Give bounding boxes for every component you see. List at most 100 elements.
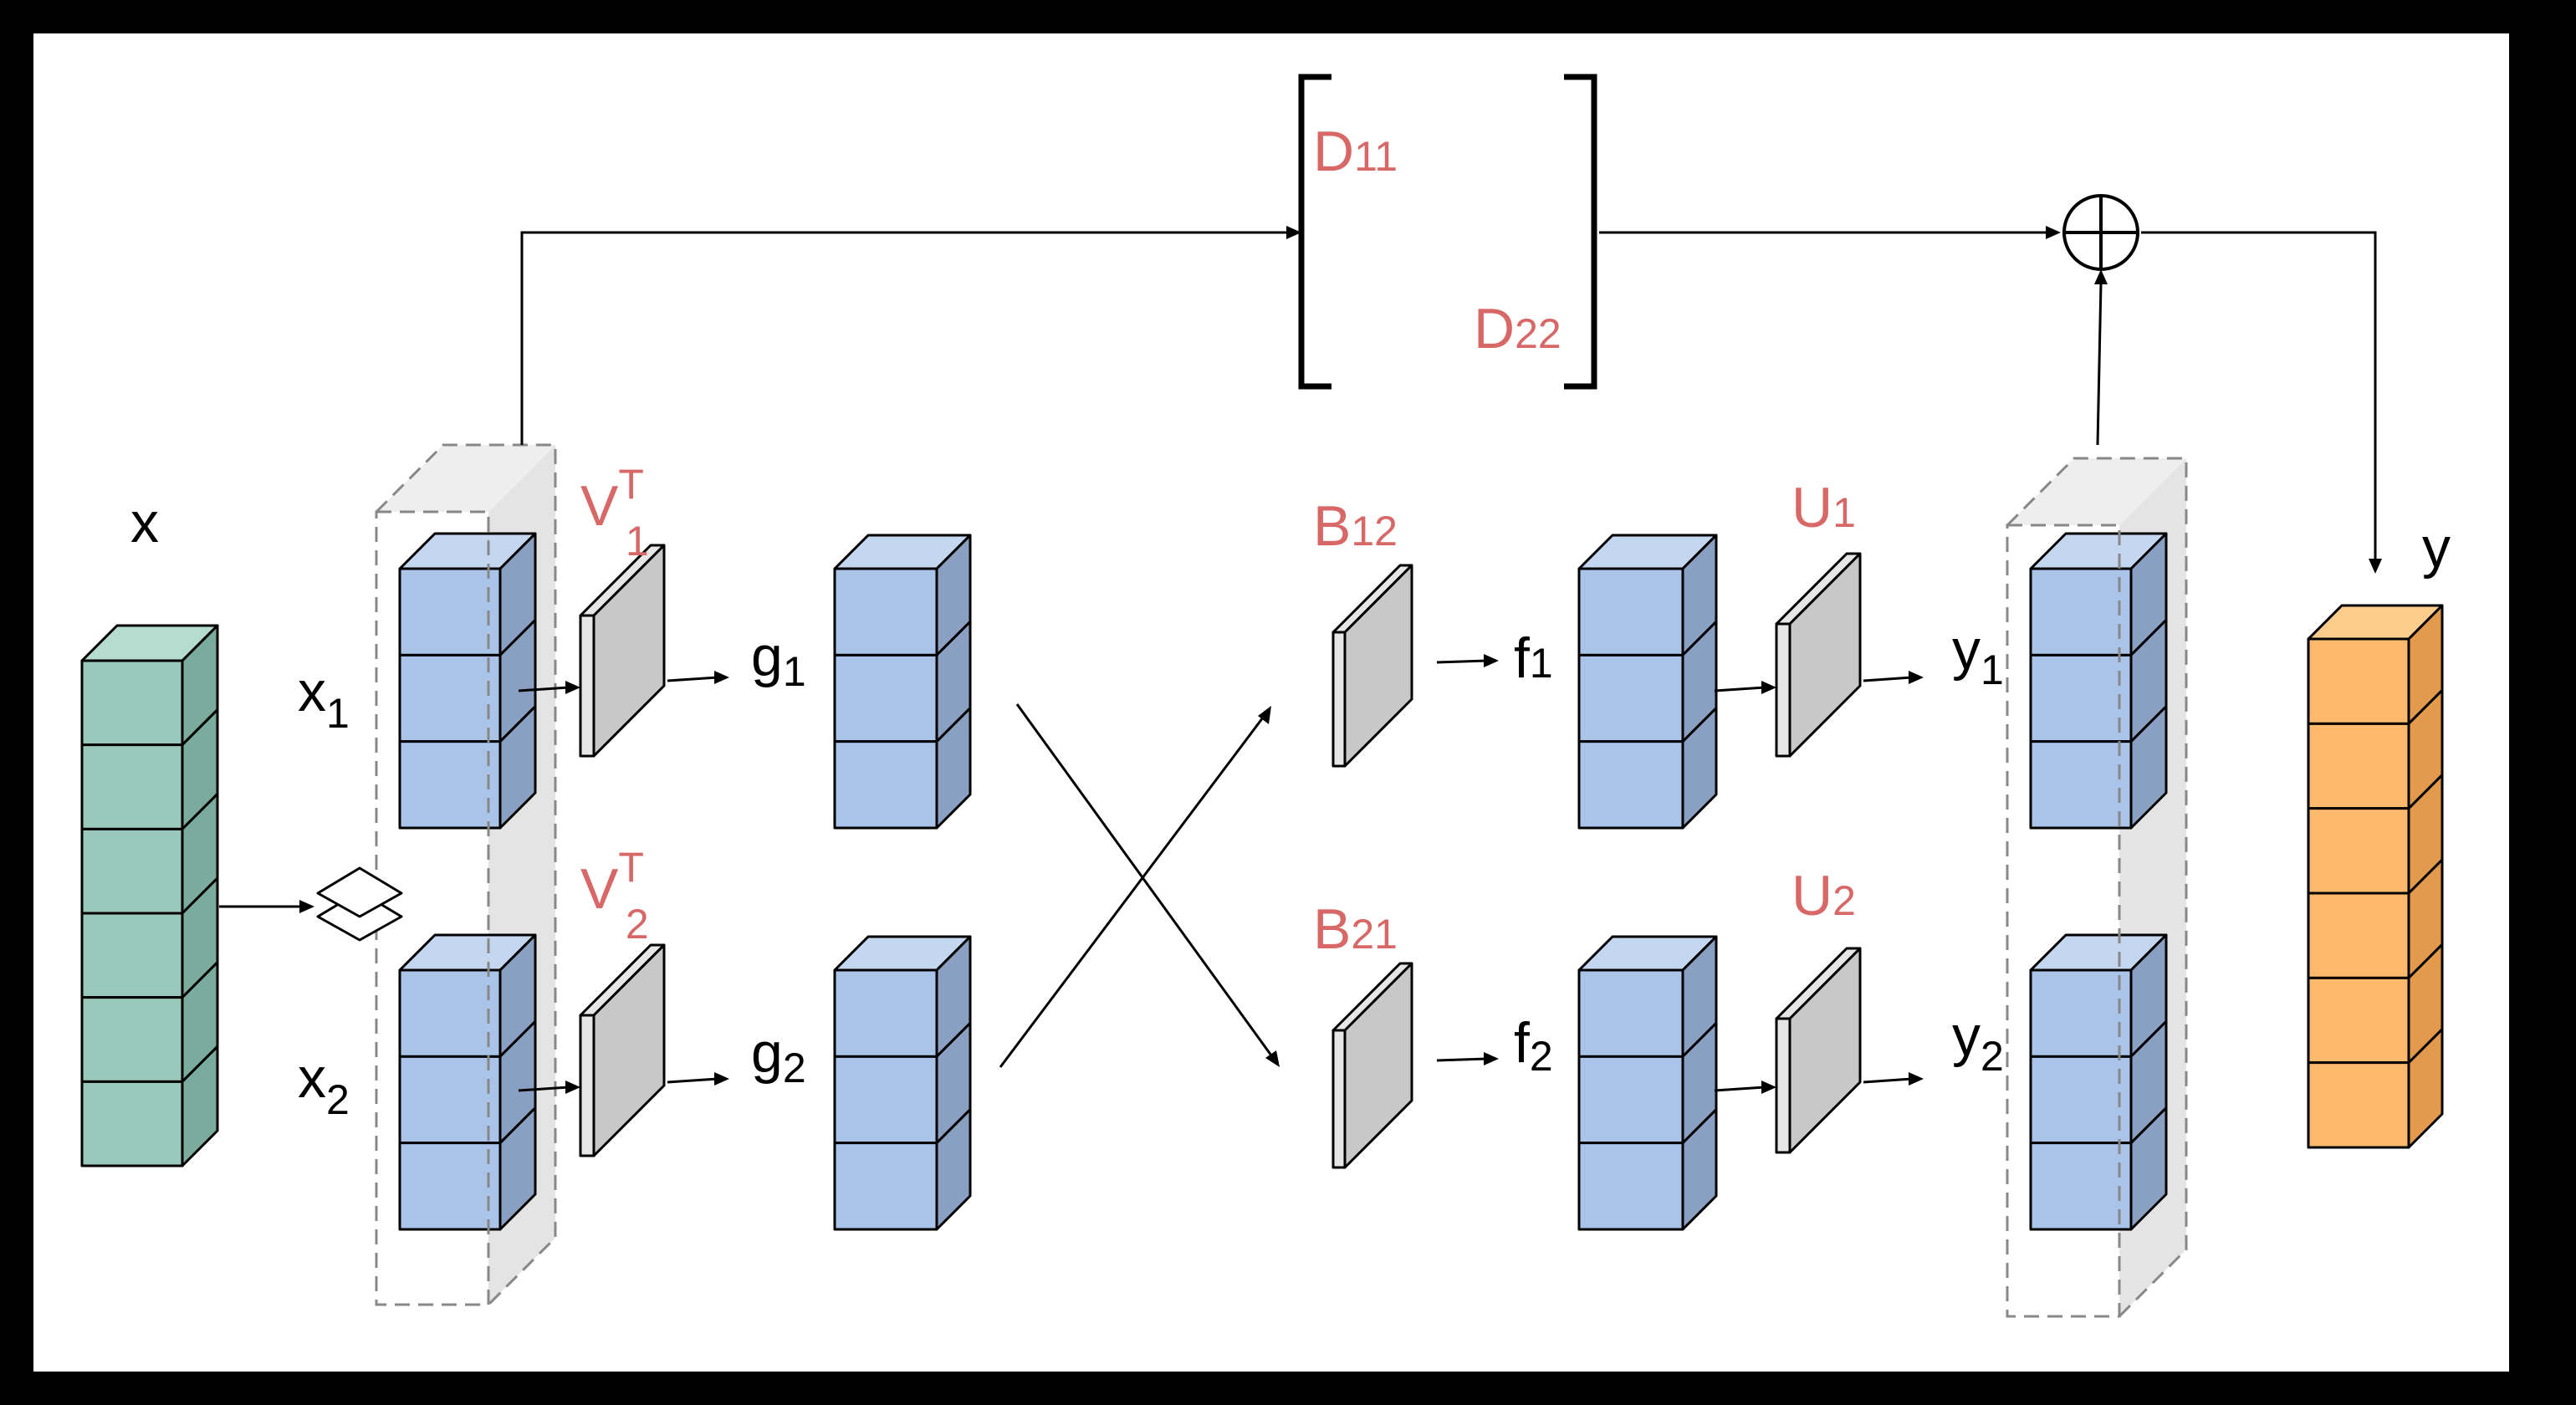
arrowhead	[1258, 706, 1271, 724]
layers-icon	[316, 866, 403, 942]
output-y-stack	[2307, 604, 2444, 1149]
label-x: x	[130, 491, 159, 554]
stack-cell	[80, 659, 184, 747]
label-b12: B12	[1313, 494, 1398, 558]
stack-cell	[2307, 976, 2410, 1065]
stack-cell	[80, 743, 184, 830]
stack-cell	[1577, 968, 1684, 1058]
label-x2: x2	[298, 1046, 350, 1123]
plate-front-edge	[1331, 631, 1347, 768]
stack-cell	[80, 827, 184, 915]
arrowhead	[1761, 1081, 1776, 1094]
plate-front-edge	[1775, 1017, 1791, 1154]
label-y1: y1	[1952, 618, 2004, 693]
stack-cell	[2029, 740, 2133, 830]
stack-cell	[833, 740, 938, 830]
stack-cell	[398, 968, 502, 1058]
stack-cell	[1577, 653, 1684, 743]
b12-plate	[1331, 564, 1413, 768]
plate-front-edge	[579, 1014, 595, 1157]
stack-cell	[2307, 1061, 2410, 1149]
cross-g2-to-b12	[999, 717, 1265, 1068]
shapes-layer	[80, 532, 2444, 1231]
arrowhead	[1286, 226, 1301, 239]
stack-cell	[2029, 968, 2133, 1058]
arrowhead	[299, 900, 314, 913]
stack-cell	[2307, 807, 2410, 895]
arrowhead	[1761, 681, 1776, 694]
arrowhead	[2046, 226, 2061, 239]
vt2-plate	[579, 943, 666, 1157]
label-g1: g1	[751, 625, 806, 695]
output-group-front-edge	[2006, 524, 2121, 1318]
stack-cell	[833, 968, 938, 1058]
y2-block	[2029, 933, 2168, 1231]
x2-block	[398, 933, 537, 1231]
x1-block	[398, 532, 537, 830]
label-x1: x1	[298, 660, 350, 737]
arrow-x2-to-vt2	[518, 1086, 570, 1092]
arrow-u1-to-y1	[1863, 676, 1913, 682]
stack-cell	[398, 567, 502, 657]
arrowhead	[1484, 654, 1499, 667]
stack-cell	[1577, 740, 1684, 830]
stack-cell	[1577, 567, 1684, 657]
plate-front-edge	[1331, 1029, 1347, 1169]
arrowhead	[1484, 1052, 1499, 1065]
arrow-vt1-to-g1	[667, 676, 718, 682]
arrow-b12-to-f1	[1436, 659, 1488, 664]
arrowhead	[714, 671, 729, 684]
plate-front-edge	[1775, 622, 1791, 758]
label-d11: D11	[1313, 120, 1398, 183]
label-u2: U2	[1791, 864, 1856, 927]
stack-cell	[398, 1055, 502, 1145]
d-matrix-brackets	[1298, 74, 1597, 390]
cross-g1-to-b21	[1015, 703, 1273, 1056]
stack-cell	[80, 996, 184, 1083]
arrowhead	[565, 1081, 580, 1094]
stack-cell	[2029, 567, 2133, 657]
arrowhead	[565, 681, 580, 694]
arrow-f2-to-u2	[1714, 1086, 1766, 1092]
label-b21: B21	[1313, 897, 1398, 961]
arrowhead	[2369, 559, 2382, 574]
stack-cell	[2029, 1142, 2133, 1231]
circled-plus-icon	[2062, 194, 2139, 271]
label-d22: D22	[1474, 297, 1561, 360]
b21-plate	[1331, 962, 1413, 1169]
arrow-u2-to-y2	[1863, 1077, 1913, 1084]
label-y2: y2	[1952, 1004, 2004, 1080]
stack-cell	[80, 1080, 184, 1167]
arrowhead	[714, 1072, 729, 1086]
label-f2: f2	[1514, 1011, 1553, 1080]
f2-block	[1577, 935, 1718, 1231]
stack-cell	[833, 653, 938, 743]
y1-block	[2029, 532, 2168, 830]
stack-cell	[2029, 1055, 2133, 1145]
g2-block	[833, 935, 972, 1231]
stack-cell	[398, 653, 502, 743]
label-f1: f1	[1514, 626, 1553, 690]
stack-cell	[833, 1142, 938, 1231]
stack-cell	[2307, 637, 2410, 725]
stack-cell	[398, 1142, 502, 1231]
stack-cell	[1577, 1142, 1684, 1231]
stack-cell	[2029, 653, 2133, 743]
arrow-y-to-sum	[2096, 282, 2103, 446]
stack-cell	[833, 567, 938, 657]
f1-block	[1577, 534, 1718, 830]
arrowhead	[2094, 269, 2108, 284]
vt1-plate	[579, 544, 666, 758]
skip-path-to-d	[520, 231, 1288, 445]
sum-to-output	[2141, 231, 2377, 560]
plate-front-edge	[579, 614, 595, 758]
arrow-x1-to-vt1	[518, 686, 570, 692]
label-u1: U1	[1791, 476, 1856, 539]
stack-cell	[2307, 722, 2410, 810]
input-x-stack	[80, 624, 219, 1167]
stack-cell	[2307, 892, 2410, 979]
arrowhead	[1909, 671, 1924, 684]
